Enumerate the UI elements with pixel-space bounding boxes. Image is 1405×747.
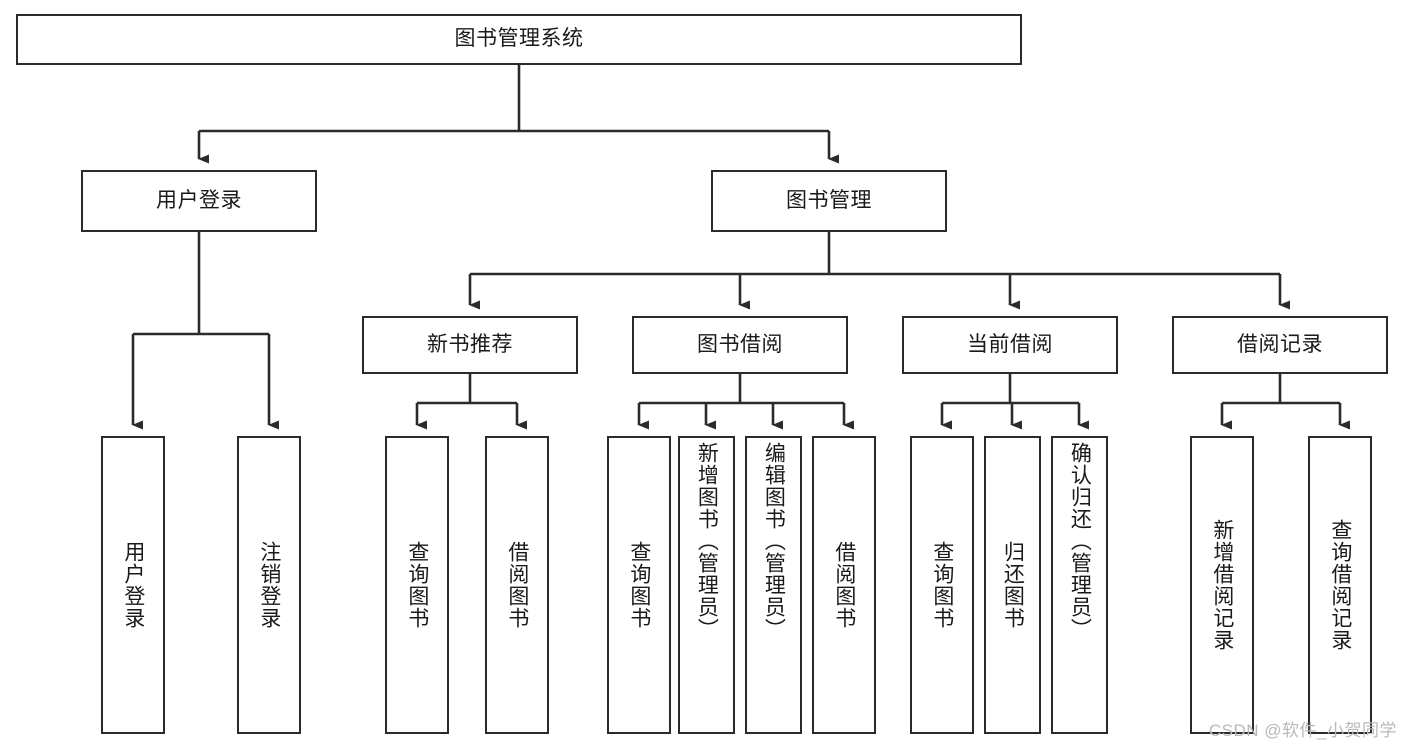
node-label: 图书借阅 <box>697 332 783 356</box>
node-leaf-7[interactable]: 借阅图书 <box>812 436 876 734</box>
node-leaf-11[interactable]: 新增借阅记录 <box>1190 436 1254 734</box>
node-label: 借阅图书 <box>832 541 856 629</box>
node-label: 新增借阅记录 <box>1210 519 1234 651</box>
node-label: 编辑图书（管理员） <box>762 442 786 640</box>
node-leaf-12[interactable]: 查询借阅记录 <box>1308 436 1372 734</box>
node-label: 图书管理系统 <box>454 27 584 51</box>
node-level3-1[interactable]: 图书借阅 <box>632 316 848 374</box>
node-leaf-10[interactable]: 确认归还（管理员） <box>1051 436 1108 734</box>
node-root[interactable]: 图书管理系统 <box>16 14 1022 65</box>
node-leaf-2[interactable]: 查询图书 <box>385 436 449 734</box>
node-label: 借阅记录 <box>1237 332 1323 356</box>
node-level2-1[interactable]: 图书管理 <box>711 170 947 232</box>
node-label: 图书管理 <box>786 188 872 212</box>
node-label: 查询图书 <box>405 541 429 629</box>
node-leaf-8[interactable]: 查询图书 <box>910 436 974 734</box>
node-label: 确认归还（管理员） <box>1068 442 1092 640</box>
node-label: 查询图书 <box>627 541 651 629</box>
node-leaf-3[interactable]: 借阅图书 <box>485 436 549 734</box>
node-label: 归还图书 <box>1001 541 1025 629</box>
node-label: 当前借阅 <box>967 332 1053 356</box>
node-label: 新增图书（管理员） <box>695 442 719 640</box>
watermark: CSDN @软件_小贺同学 <box>1208 721 1397 740</box>
node-label: 用户登录 <box>121 541 145 629</box>
node-level2-0[interactable]: 用户登录 <box>81 170 317 232</box>
node-level3-0[interactable]: 新书推荐 <box>362 316 578 374</box>
node-label: 用户登录 <box>156 188 242 212</box>
node-leaf-4[interactable]: 查询图书 <box>607 436 671 734</box>
node-leaf-9[interactable]: 归还图书 <box>984 436 1041 734</box>
node-label: 查询图书 <box>930 541 954 629</box>
node-label: 查询借阅记录 <box>1328 519 1352 651</box>
node-leaf-0[interactable]: 用户登录 <box>101 436 165 734</box>
node-leaf-5[interactable]: 新增图书（管理员） <box>678 436 735 734</box>
node-label: 新书推荐 <box>427 332 513 356</box>
node-label: 借阅图书 <box>505 541 529 629</box>
node-leaf-1[interactable]: 注销登录 <box>237 436 301 734</box>
node-label: 注销登录 <box>257 541 281 629</box>
node-level3-2[interactable]: 当前借阅 <box>902 316 1118 374</box>
node-level3-3[interactable]: 借阅记录 <box>1172 316 1388 374</box>
node-leaf-6[interactable]: 编辑图书（管理员） <box>745 436 802 734</box>
